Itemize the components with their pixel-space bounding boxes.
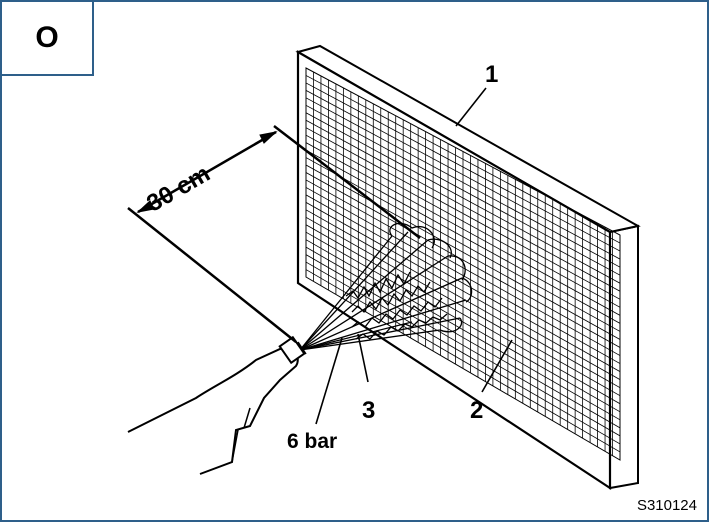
- water-spray: [299, 222, 473, 351]
- filter-panel: [295, 44, 641, 491]
- leader-lines: [315, 87, 513, 425]
- figure-code: S310124: [636, 497, 697, 514]
- distance-label: 30 cm: [142, 160, 214, 217]
- filter-mesh: [306, 71, 620, 456]
- callout-3: 3: [362, 397, 375, 424]
- distance-dimension: [127, 125, 421, 343]
- panel-letter: O: [35, 21, 59, 54]
- callout-1: 1: [485, 61, 498, 88]
- panel-letter-box: O: [2, 2, 94, 76]
- pressure-label: 6 bar: [287, 430, 337, 453]
- callout-2: 2: [470, 397, 483, 424]
- spray-gun: [127, 335, 307, 475]
